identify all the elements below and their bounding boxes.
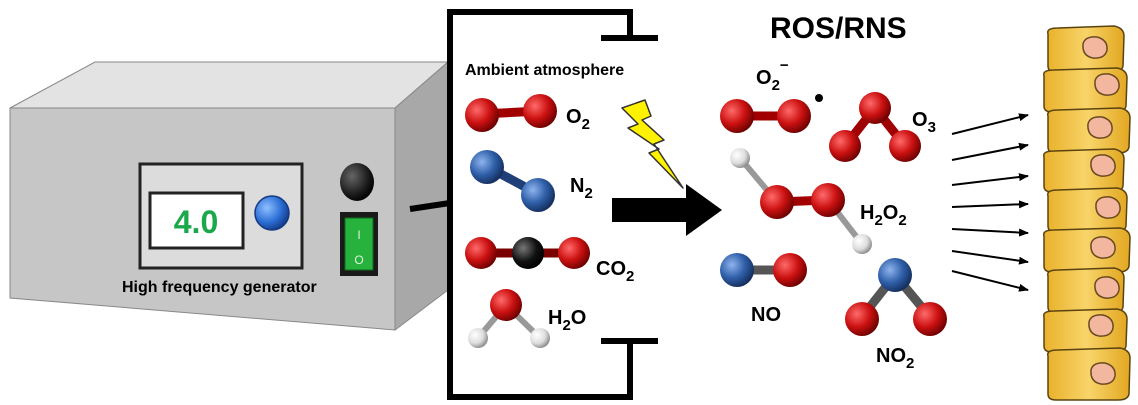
power-switch[interactable] [344,217,374,271]
h2o-molecule [468,289,550,348]
superoxide-molecule [720,94,823,133]
lightning-bolt-icon [621,99,684,189]
co2-molecule [465,237,590,269]
o2-molecule [465,94,557,132]
generator-label: High frequency generator [122,279,317,296]
cell-nucleus [1090,236,1116,259]
ozone-molecule [829,92,921,162]
ozone-label: O3 [912,109,936,136]
upper-electrode [447,9,633,400]
cell-nucleus [1082,36,1108,59]
cell [1042,227,1131,273]
nitric-oxide-label: NO [751,304,781,326]
atmosphere-title: Ambient atmosphere [465,62,624,79]
hydrogen-peroxide-molecule [730,148,872,254]
cell [1046,347,1131,401]
n2-label: N2 [570,175,593,202]
nitrogen-dioxide-label: NO2 [876,345,914,372]
o2-label: O2 [566,106,590,133]
display-screen [148,191,245,250]
cell-nucleus [1090,362,1116,385]
cell [1042,308,1128,353]
ros-title: ROS/RNS [770,12,907,45]
nitrogen-dioxide-molecule [845,258,947,336]
treatment-arrow [951,173,1029,186]
superoxide-label: O2− [756,57,789,94]
generator-top-face [9,61,450,109]
cell-nucleus [1090,154,1116,177]
treatment-arrow [951,200,1029,209]
treatment-arrow [951,113,1029,135]
treatment-arrow [951,270,1029,292]
nitric-oxide-molecule [720,253,807,287]
cell-layer [1042,25,1131,401]
hydrogen-peroxide-label: H2O2 [860,202,907,229]
treatment-arrow [951,250,1029,265]
treatment-arrow [951,228,1029,237]
electrode-bracket [447,9,658,400]
display-value: 4.0 [174,204,218,240]
reaction-arrow-icon [612,184,722,236]
power-button[interactable] [340,163,374,201]
power-cable [409,200,451,212]
radical-dot [815,94,823,102]
frequency-knob[interactable] [254,195,290,231]
generator-side-face [394,60,449,332]
treatment-arrow [951,142,1029,161]
treatment-arrows [951,113,1029,292]
co2-label: CO2 [596,258,634,285]
cell-nucleus [1095,196,1121,219]
high-frequency-generator: 4.0 I O High frequency generator [9,60,450,332]
switch-off-symbol: O [354,253,363,267]
switch-on-symbol: I [357,228,360,242]
cell-nucleus [1094,73,1120,96]
cell-nucleus [1094,276,1120,299]
cell-nucleus [1088,314,1114,337]
n2-molecule [470,150,555,212]
cell-nucleus [1087,116,1113,139]
h2o-label: H2O [548,307,586,334]
